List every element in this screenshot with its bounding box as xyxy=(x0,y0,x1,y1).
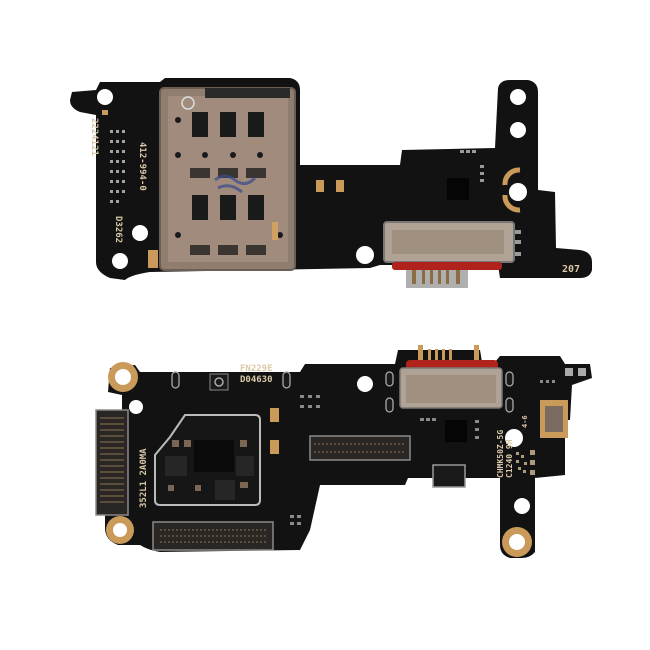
top-hole-1 xyxy=(97,89,113,105)
btb-connector-left xyxy=(95,409,129,516)
antenna-connector xyxy=(209,373,229,391)
top-board: 2224121 412-994-0 D3262 207 xyxy=(70,78,592,288)
bottom-label-small: 4-6 xyxy=(521,415,529,428)
bottom-label-lot: D04630 xyxy=(240,375,273,385)
top-hole-4 xyxy=(510,89,526,105)
bottom-usb-c-port xyxy=(399,345,503,409)
bottom-label-fn: FN229E xyxy=(240,364,273,374)
top-hole-6 xyxy=(356,246,374,264)
top-label-serial: 2224121 xyxy=(89,118,99,156)
top-hole-7 xyxy=(509,183,527,201)
top-label-code: 207 xyxy=(562,264,580,275)
top-ic-chip xyxy=(447,178,469,200)
sim-card-slot xyxy=(159,87,296,271)
shielded-ic-area xyxy=(154,414,261,506)
top-label-lot: D3262 xyxy=(113,216,123,243)
btb-connector-bottom xyxy=(152,521,274,551)
bottom-board: FN229E D04630 352L1 2A0MA CHMK50Z-5G C12… xyxy=(95,345,592,558)
bottom-label-side: 352L1 2A0MA xyxy=(139,448,149,508)
top-hole-5 xyxy=(510,122,526,138)
small-connector xyxy=(432,464,466,488)
bottom-label-batch: C1240 9H xyxy=(505,439,514,478)
top-hole-2 xyxy=(132,225,148,241)
bottom-label-model: CHMK50Z-5G xyxy=(496,430,505,478)
microphone xyxy=(540,400,568,438)
top-label-part: 412-994-0 xyxy=(137,142,147,191)
btb-connector-right xyxy=(309,435,411,461)
top-hole-3 xyxy=(112,253,128,269)
top-usb-c-port xyxy=(383,221,515,288)
